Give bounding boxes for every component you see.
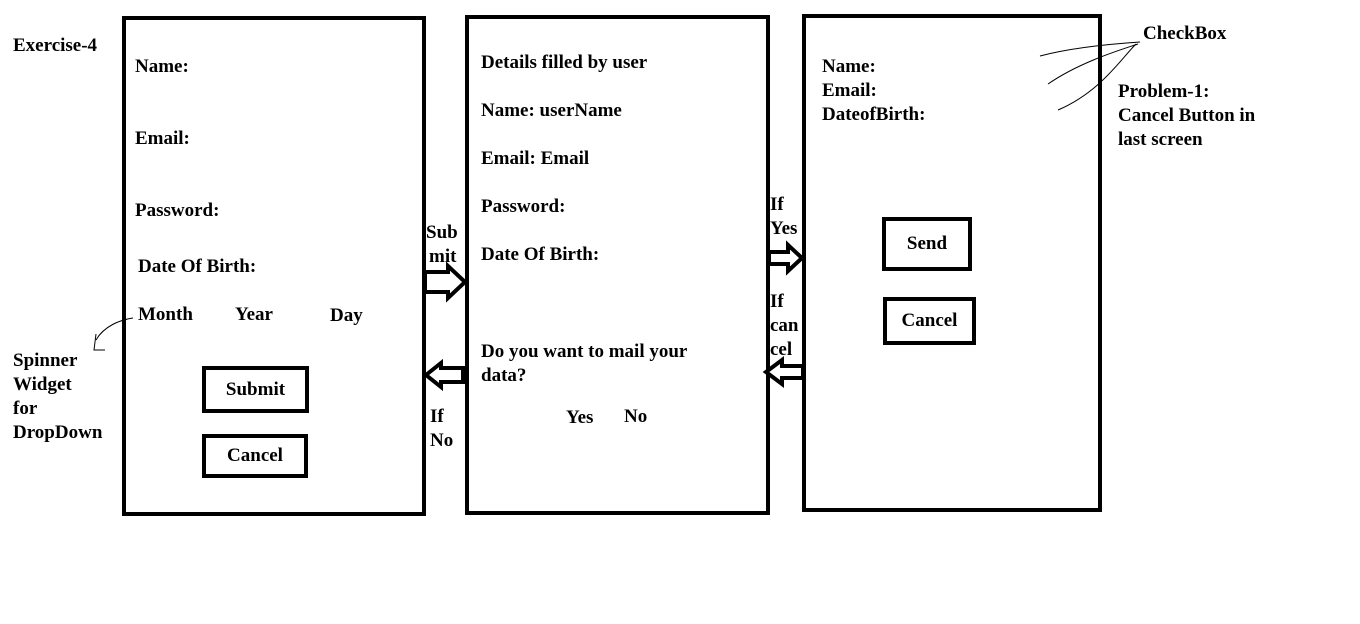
if-cancel-label-3: cel (770, 339, 793, 360)
cancel-button-label: Cancel (227, 445, 283, 466)
password-value-line: Password: (481, 196, 566, 217)
if-yes-arrow (767, 240, 805, 276)
problem-note-line-2: Cancel Button in (1118, 105, 1256, 126)
if-cancel-label-2: can (770, 315, 799, 336)
yes-option[interactable]: Yes (566, 407, 594, 428)
if-no-label-2: No (430, 430, 454, 451)
details-heading: Details filled by user (481, 52, 648, 73)
screen-input-form (122, 16, 426, 516)
send-button[interactable]: Send (882, 217, 972, 271)
month-spinner[interactable]: Month (138, 304, 193, 325)
name-value-line: Name: userName (481, 100, 622, 121)
spinner-pointer-hook (93, 333, 105, 351)
spinner-note-line-4: DropDown (13, 422, 103, 443)
if-yes-label-2: Yes (770, 218, 798, 239)
email-label: Email: (135, 128, 190, 149)
if-no-label-1: If (430, 406, 444, 427)
submit-button[interactable]: Submit (202, 366, 309, 413)
password-label: Password: (135, 200, 220, 221)
spinner-note-line-1: Spinner (13, 350, 78, 371)
problem-note-line-3: last screen (1118, 129, 1203, 150)
send-button-label: Send (906, 233, 948, 254)
if-yes-label-1: If (770, 194, 784, 215)
dob-value-line: Date Of Birth: (481, 244, 600, 265)
dob-label: Date Of Birth: (138, 256, 257, 277)
if-no-arrow (422, 358, 465, 392)
checkbox-note: CheckBox (1143, 23, 1227, 44)
email-label-screen3: Email: (822, 80, 877, 101)
mail-question-line-1: Do you want to mail your (481, 341, 688, 362)
cancel-button-screen3-label: Cancel (901, 310, 958, 331)
submit-arrow-label-1: Sub (426, 222, 458, 243)
if-cancel-label-1: If (770, 291, 784, 312)
day-spinner[interactable]: Day (330, 305, 363, 326)
email-value-line: Email: Email (481, 148, 590, 169)
spinner-note-line-2: Widget (13, 374, 72, 395)
submit-arrow-label-2: mit (429, 246, 457, 267)
dob-label-screen3: DateofBirth: (822, 104, 926, 125)
name-label-screen3: Name: (822, 56, 876, 77)
if-cancel-arrow (762, 356, 805, 388)
cancel-button-screen3[interactable]: Cancel (883, 297, 976, 345)
mail-question-line-2: data? (481, 365, 527, 386)
problem-note-line-1: Problem-1: (1118, 81, 1210, 102)
cancel-button-screen1[interactable]: Cancel (202, 434, 308, 478)
submit-arrow (423, 261, 468, 303)
spinner-note-line-3: for (13, 398, 38, 419)
name-label: Name: (135, 56, 189, 77)
no-option[interactable]: No (624, 406, 648, 427)
year-spinner[interactable]: Year (235, 304, 273, 325)
exercise-label: Exercise-4 (13, 35, 98, 56)
screen-confirmation (465, 15, 770, 515)
submit-button-label: Submit (225, 378, 286, 400)
